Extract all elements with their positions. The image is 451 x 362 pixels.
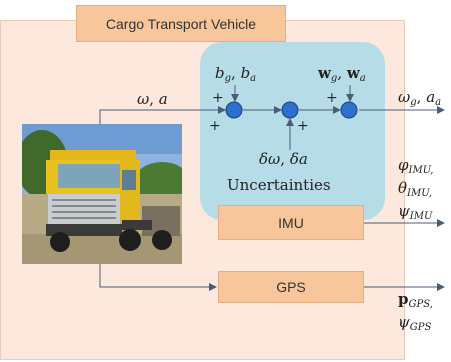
gps-position-output-label: pGPS,	[398, 290, 433, 310]
phi-output-label: φIMU,	[398, 156, 434, 176]
plus-sign-bias-top: +	[212, 90, 224, 106]
gps-block: GPS	[218, 271, 364, 303]
uncertainty-panel	[200, 42, 385, 220]
truck-to-gps-wire	[99, 264, 217, 291]
summing-node-delta	[281, 101, 299, 119]
vehicle-title: Cargo Transport Vehicle	[76, 5, 286, 42]
gps-heading-output-label: ψGPS	[398, 313, 432, 333]
plus-sign-noise: +	[326, 90, 338, 106]
psi-imu-output-label: ψIMU	[398, 202, 433, 222]
noise-label: wg, wa	[318, 64, 366, 84]
input-signal-label: ω, a	[137, 90, 168, 108]
imu-block: IMU	[218, 205, 364, 240]
input-wire	[99, 106, 226, 124]
plus-sign-delta: +	[297, 118, 309, 134]
theta-output-label: θIMU,	[398, 179, 432, 199]
summing-node-noise	[340, 101, 358, 119]
cargo-truck-photo	[22, 124, 182, 264]
uncertainties-label: Uncertainties	[227, 176, 331, 194]
delta-label: δω, δa	[259, 150, 308, 168]
plus-sign-bias-left: +	[209, 118, 221, 134]
rates-output-label: ωg, aa	[398, 88, 442, 108]
summing-node-bias	[225, 101, 243, 119]
bias-label: bg, ba	[215, 64, 257, 84]
